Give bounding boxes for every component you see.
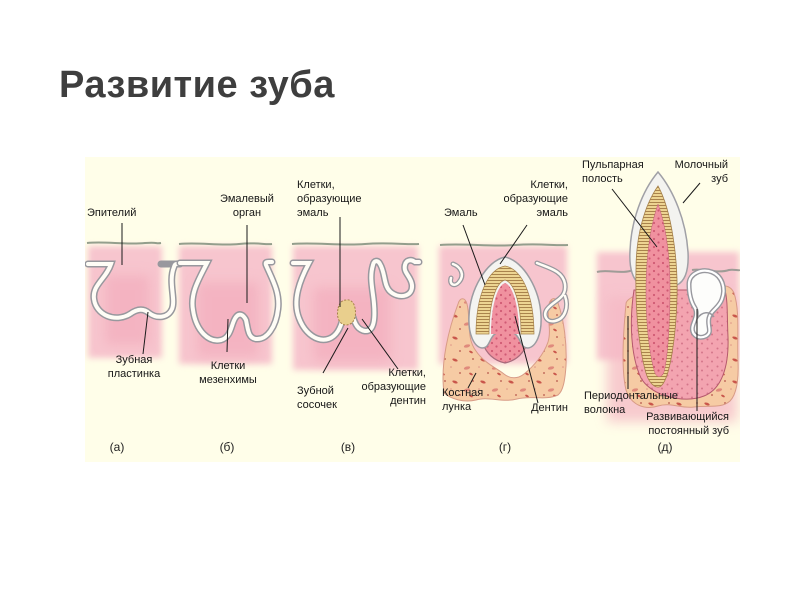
enamel-dentin-band bbox=[475, 265, 535, 335]
stage-b-caption: (б) bbox=[219, 440, 235, 454]
label-pulp-cavity: Пульпарная полость bbox=[582, 159, 644, 185]
label-cells-forming-dentin: Клетки, образующие дентин bbox=[361, 367, 426, 407]
enamel-knot bbox=[337, 299, 356, 326]
stage-v-caption: (в) bbox=[340, 440, 356, 454]
label-cells-forming-enamel-g: Клетки, образующие эмаль bbox=[503, 179, 568, 219]
epithelium-remnants bbox=[448, 260, 570, 324]
stage-a-caption: (а) bbox=[109, 440, 125, 454]
label-enamel: Эмаль bbox=[444, 207, 478, 219]
stage-d-caption: (д) bbox=[657, 440, 673, 454]
leader-lines bbox=[121, 182, 701, 411]
label-periodontal-fibers: Периодонтальные волокна bbox=[584, 390, 679, 416]
label-bone-socket: Костная лунка bbox=[442, 387, 484, 413]
label-milk-tooth: Молочный зуб bbox=[674, 159, 728, 185]
label-dental-papilla: Зубной сосочек bbox=[297, 385, 337, 411]
pulp-cavity-shape bbox=[645, 203, 671, 377]
stage-v-drawing bbox=[289, 256, 423, 344]
pulp-inside-bell bbox=[491, 283, 519, 334]
label-epithelium: Эпителий bbox=[87, 207, 137, 219]
label-developing-permanent-tooth: Развивающийся постоянный зуб bbox=[646, 411, 729, 437]
label-dentin: Дентин bbox=[531, 402, 568, 414]
stage-g-drawing bbox=[442, 256, 570, 402]
label-dental-plate: Зубная пластинка bbox=[107, 354, 161, 380]
slide-title: Развитие зуба bbox=[59, 64, 335, 106]
stage-b-drawing bbox=[176, 258, 282, 344]
tooth-development-diagram: Эпителий Зубная пластинка (а) Эмалевый о… bbox=[85, 157, 740, 462]
stage-d-drawing bbox=[622, 170, 739, 408]
label-mesenchyme: Клетки мезенхимы bbox=[199, 360, 257, 386]
stage-g-caption: (г) bbox=[498, 440, 512, 454]
developing-tooth-germ bbox=[686, 268, 727, 340]
diagram-artwork bbox=[85, 170, 740, 422]
label-cells-forming-enamel-v: Клетки, образующие эмаль bbox=[297, 179, 362, 219]
bone-socket-shape bbox=[442, 298, 567, 402]
label-enamel-organ: Эмалевый орган bbox=[220, 193, 274, 219]
